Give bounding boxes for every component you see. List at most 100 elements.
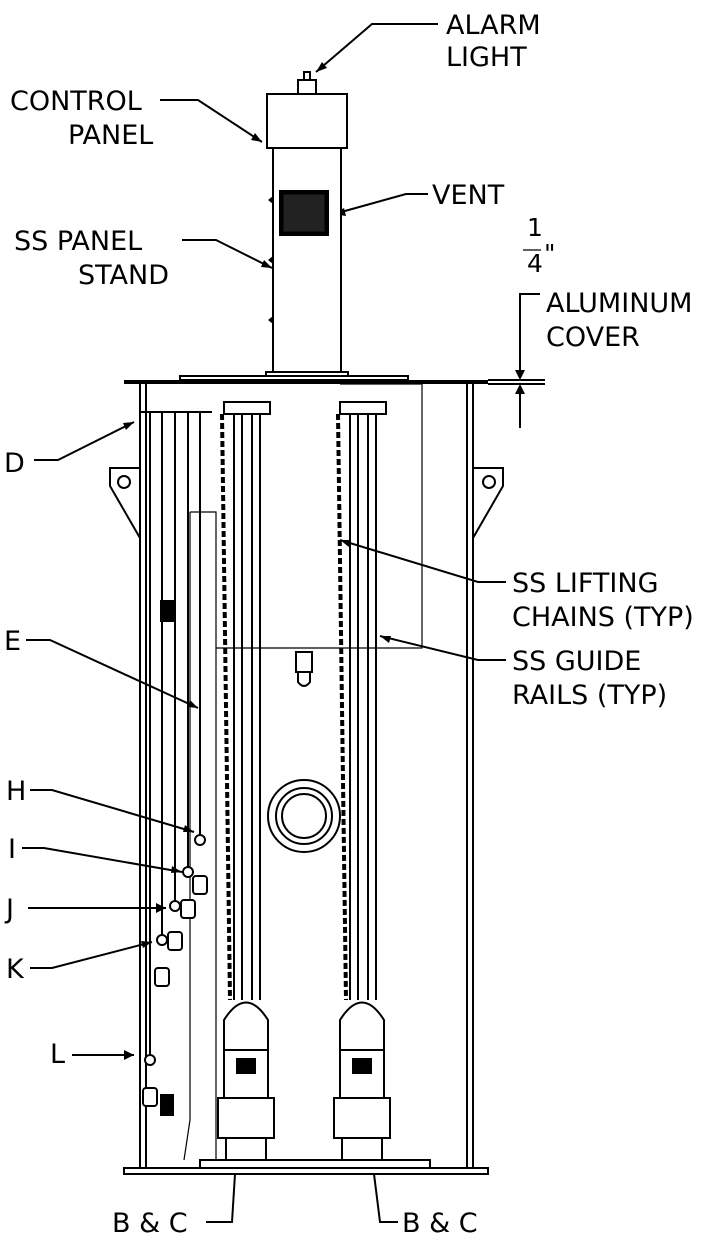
- label-control-panel-1: CONTROL: [10, 86, 142, 117]
- label-panel-stand-2: STAND: [78, 260, 169, 291]
- float-i: [182, 866, 194, 878]
- dim-inch-mark: ": [544, 239, 556, 268]
- lifting-lug-left: [109, 467, 141, 542]
- float-mount-top: [160, 600, 174, 622]
- vent-grille: [282, 193, 326, 233]
- leader-control-panel: [160, 99, 263, 143]
- label-k: K: [6, 954, 25, 985]
- leader-k: [30, 941, 153, 969]
- float-l-weight: [142, 1087, 158, 1107]
- arrowhead-alarm-light: [316, 62, 327, 72]
- label-j: J: [4, 894, 14, 925]
- base-plate: [199, 1159, 431, 1169]
- leader-alarm-light: [315, 23, 438, 73]
- alarm-light-top: [303, 71, 311, 81]
- lug-hole-right: [482, 475, 496, 489]
- label-control-panel-2: PANEL: [68, 120, 153, 151]
- label-bc-left: B & C: [112, 1208, 188, 1239]
- control-panel-assembly: [265, 71, 349, 381]
- lifting-lug-right: [472, 467, 504, 542]
- basin: [109, 375, 504, 1175]
- pump-right-base: [341, 1137, 383, 1161]
- arrowhead-guide-rails: [380, 636, 391, 643]
- dim-arrow-down: [515, 370, 525, 380]
- discharge-pipe-outline: [190, 511, 217, 1160]
- arrowhead-i: [171, 866, 182, 873]
- label-e: E: [4, 626, 21, 657]
- float-i-weight: [180, 899, 196, 919]
- alarm-light: [297, 79, 317, 95]
- pump-left-volute: [217, 1097, 275, 1139]
- inlet-opening: [281, 793, 327, 839]
- dim-upper-leader: [519, 293, 540, 372]
- dim-fraction-denominator: 4: [527, 249, 543, 278]
- pump-left: [217, 1001, 275, 1161]
- arrowhead-l: [124, 1050, 134, 1060]
- check-valve-body: [297, 671, 311, 687]
- label-l: L: [50, 1039, 65, 1070]
- float-h: [194, 834, 206, 846]
- pump-left-base: [225, 1137, 267, 1161]
- chain-right: [336, 413, 348, 1001]
- cover-thickness-dimension: [488, 249, 545, 428]
- label-guide-rails-1: SS GUIDE: [512, 646, 641, 677]
- chain-left: [220, 413, 232, 1001]
- float-k: [156, 934, 168, 946]
- leader-panel-stand: [182, 239, 273, 269]
- stand-bracket: [268, 196, 273, 204]
- pump-right-volute: [333, 1097, 391, 1139]
- pump-left-handle: [223, 1001, 269, 1051]
- leader-e: [26, 639, 199, 709]
- leader-i: [22, 847, 183, 873]
- inlet-assembly: [267, 651, 341, 853]
- pump-right-handle: [339, 1001, 385, 1051]
- label-panel-stand-1: SS PANEL: [14, 226, 142, 257]
- arrowhead-control-panel: [251, 133, 262, 142]
- label-h: H: [6, 776, 26, 807]
- leader-bc-left: [206, 1157, 237, 1223]
- rail-bracket-left: [223, 401, 271, 415]
- label-alarm-light-2: LIGHT: [446, 42, 527, 73]
- label-d: D: [4, 448, 25, 479]
- arrowhead-panel-stand: [261, 260, 272, 268]
- pump-right: [333, 1001, 391, 1161]
- label-lifting-chains-2: CHAINS (TYP): [512, 602, 694, 633]
- stand-bracket: [268, 256, 273, 264]
- dim-fraction-numerator: 1: [527, 213, 543, 242]
- rail-bracket-right: [339, 401, 387, 415]
- stand-bracket: [268, 316, 273, 324]
- guide-rails: [223, 401, 387, 1000]
- label-vent: VENT: [432, 180, 505, 211]
- control-panel: [266, 93, 348, 149]
- pump-right-label-plate: [352, 1058, 372, 1074]
- label-aluminum-cover-1: ALUMINUM: [546, 288, 692, 319]
- float-j: [169, 900, 181, 912]
- check-valve: [295, 651, 313, 673]
- label-i: I: [8, 834, 16, 865]
- label-bc-right: B & C: [402, 1208, 478, 1239]
- leader-bc-right: [371, 1157, 398, 1223]
- cover-frame: [179, 375, 409, 381]
- float-switches: [140, 411, 212, 1116]
- pump-left-label-plate: [236, 1058, 256, 1074]
- lug-hole-left: [117, 475, 131, 489]
- leader-vent: [333, 193, 428, 215]
- panel-stand: [272, 147, 342, 377]
- lifting-chains: [220, 413, 348, 1001]
- leader-h: [30, 789, 195, 833]
- leader-lifting-chains: [339, 539, 506, 583]
- leader-d: [34, 421, 135, 461]
- float-j-weight: [167, 931, 183, 951]
- float-l: [144, 1054, 156, 1066]
- float-mount-bottom: [160, 1094, 174, 1116]
- aluminum-cover: [124, 380, 488, 384]
- float-k-weight: [154, 967, 170, 987]
- float-h-weight: [192, 875, 208, 895]
- arrowhead-lifting-chains: [340, 540, 351, 547]
- label-guide-rails-2: RAILS (TYP): [512, 680, 667, 711]
- label-lifting-chains-1: SS LIFTING: [512, 568, 659, 599]
- label-aluminum-cover-2: COVER: [546, 322, 640, 353]
- access-opening-outline: [216, 383, 423, 649]
